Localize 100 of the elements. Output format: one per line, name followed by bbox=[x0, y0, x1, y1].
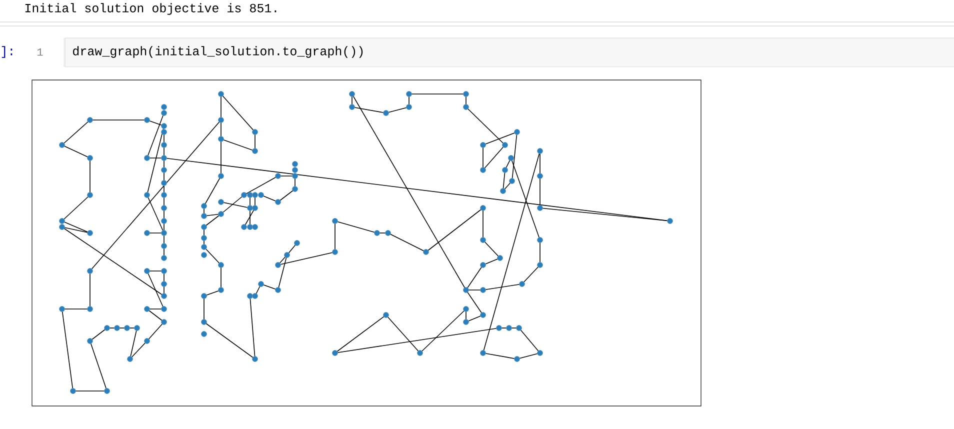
graph-node bbox=[161, 218, 167, 224]
graph-edge bbox=[204, 322, 256, 360]
graph-node bbox=[667, 218, 673, 224]
graph-node bbox=[144, 230, 150, 236]
graph-node bbox=[114, 325, 120, 331]
graph-node bbox=[480, 167, 486, 173]
graph-edge bbox=[62, 120, 90, 146]
graph-node bbox=[252, 224, 258, 230]
graph-node bbox=[104, 325, 110, 331]
graph-node bbox=[537, 173, 543, 179]
graph-edge bbox=[502, 180, 512, 192]
graph-node bbox=[349, 104, 355, 110]
graph-node bbox=[463, 306, 469, 312]
graph-edge bbox=[204, 214, 222, 228]
graph-node bbox=[497, 255, 503, 261]
graph-node bbox=[144, 192, 150, 198]
graph-node bbox=[500, 188, 506, 194]
graph-edge bbox=[482, 144, 506, 170]
graph-node bbox=[480, 350, 486, 356]
graph-node bbox=[134, 325, 140, 331]
graph-node bbox=[104, 388, 110, 394]
graph-node bbox=[252, 356, 258, 362]
graph-node bbox=[349, 91, 355, 97]
graph-edge bbox=[220, 94, 256, 132]
graph-node bbox=[383, 110, 389, 116]
graph-node bbox=[463, 287, 469, 293]
graph-node bbox=[480, 237, 486, 243]
graph-node bbox=[87, 155, 93, 161]
graph-node bbox=[218, 211, 224, 217]
input-prompt: ]: bbox=[2, 46, 12, 58]
graph-node bbox=[514, 129, 520, 135]
graph-node bbox=[161, 243, 167, 249]
graph-edge bbox=[244, 176, 278, 196]
graph-node bbox=[161, 167, 167, 173]
graph-edge bbox=[466, 106, 506, 146]
graph-node bbox=[417, 350, 423, 356]
graph-node bbox=[201, 203, 207, 209]
graph-edge bbox=[518, 328, 540, 354]
graph-node bbox=[537, 237, 543, 243]
graph-node bbox=[161, 268, 167, 274]
graph-edge bbox=[482, 240, 500, 258]
graph-node bbox=[218, 262, 224, 268]
graph-edge bbox=[504, 158, 512, 170]
graph-node bbox=[218, 287, 224, 293]
graph-node bbox=[258, 281, 264, 287]
graph-node bbox=[519, 281, 525, 287]
graph-node bbox=[509, 178, 515, 184]
graph-edge bbox=[466, 264, 484, 290]
output-text: Initial solution objective is 851. bbox=[25, 3, 276, 15]
graph-edge bbox=[388, 232, 426, 252]
graph-node bbox=[275, 173, 281, 179]
graph-node bbox=[124, 325, 130, 331]
graph-node bbox=[294, 240, 300, 246]
graph-node bbox=[161, 255, 167, 261]
graph-node bbox=[87, 230, 93, 236]
graph-node bbox=[144, 117, 150, 123]
graph-node bbox=[292, 173, 298, 179]
graph-edge bbox=[420, 308, 466, 354]
graph-edge bbox=[62, 226, 164, 296]
line-number: 1 bbox=[38, 48, 43, 56]
graph-edge bbox=[90, 328, 108, 342]
graph-node bbox=[161, 155, 167, 161]
graph-node bbox=[463, 319, 469, 325]
graph-edge bbox=[244, 208, 256, 228]
graph-node bbox=[161, 205, 167, 211]
graph-node bbox=[59, 142, 65, 148]
graph-node bbox=[537, 205, 543, 211]
graph-node bbox=[201, 252, 207, 258]
graph-node bbox=[537, 148, 543, 154]
graph-node bbox=[201, 224, 207, 230]
graph-node bbox=[480, 142, 486, 148]
graph-node bbox=[537, 350, 543, 356]
graph-node bbox=[480, 287, 486, 293]
graph-node bbox=[201, 319, 207, 325]
graph-edge bbox=[522, 264, 540, 284]
graph-node bbox=[516, 325, 522, 331]
graph-node bbox=[161, 123, 167, 129]
graph-node bbox=[161, 230, 167, 236]
graph-edge bbox=[254, 284, 262, 296]
graph-node bbox=[201, 235, 207, 241]
graph-node bbox=[383, 312, 389, 318]
graph-node bbox=[144, 306, 150, 312]
graph-node bbox=[502, 142, 508, 148]
graph-node bbox=[480, 262, 486, 268]
graph-node bbox=[161, 104, 167, 110]
graph-node bbox=[161, 180, 167, 186]
graph-edge bbox=[466, 290, 484, 316]
graph-node bbox=[508, 155, 514, 161]
graph-node bbox=[201, 213, 207, 219]
graph-node bbox=[144, 268, 150, 274]
graph-edge bbox=[286, 242, 298, 256]
graph-node bbox=[506, 325, 512, 331]
graph-node bbox=[127, 356, 133, 362]
graph-node bbox=[406, 104, 412, 110]
graph-node bbox=[87, 338, 93, 344]
graph-node bbox=[275, 262, 281, 268]
graph-node bbox=[247, 224, 253, 230]
graph-node bbox=[292, 186, 298, 192]
graph-node bbox=[144, 338, 150, 344]
graph-edge bbox=[62, 194, 90, 222]
